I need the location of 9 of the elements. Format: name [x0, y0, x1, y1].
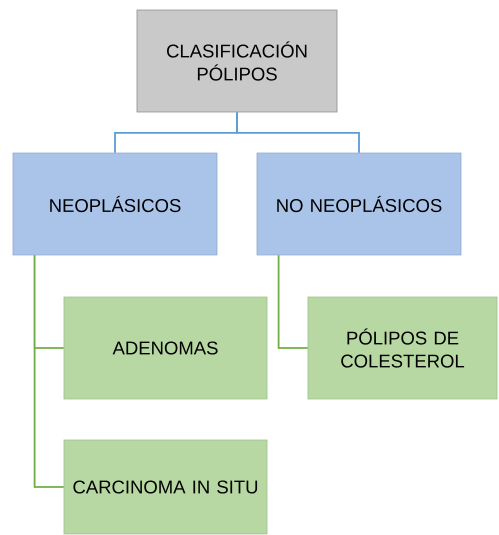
category-box: NEOPLÁSICOS — [12, 152, 218, 256]
connector-line — [236, 112, 360, 153]
category-box: CLASIFICACIÓN PÓLIPOS — [136, 10, 338, 112]
connector-line — [278, 255, 308, 349]
category-box: NO NEOPLÁSICOS — [256, 152, 462, 256]
category-box: CARCINOMA IN SITU — [64, 440, 268, 534]
connector-line — [34, 255, 64, 488]
category-box: ADENOMAS — [64, 296, 268, 400]
category-box: PÓLIPOS DE COLESTEROL — [308, 296, 498, 400]
